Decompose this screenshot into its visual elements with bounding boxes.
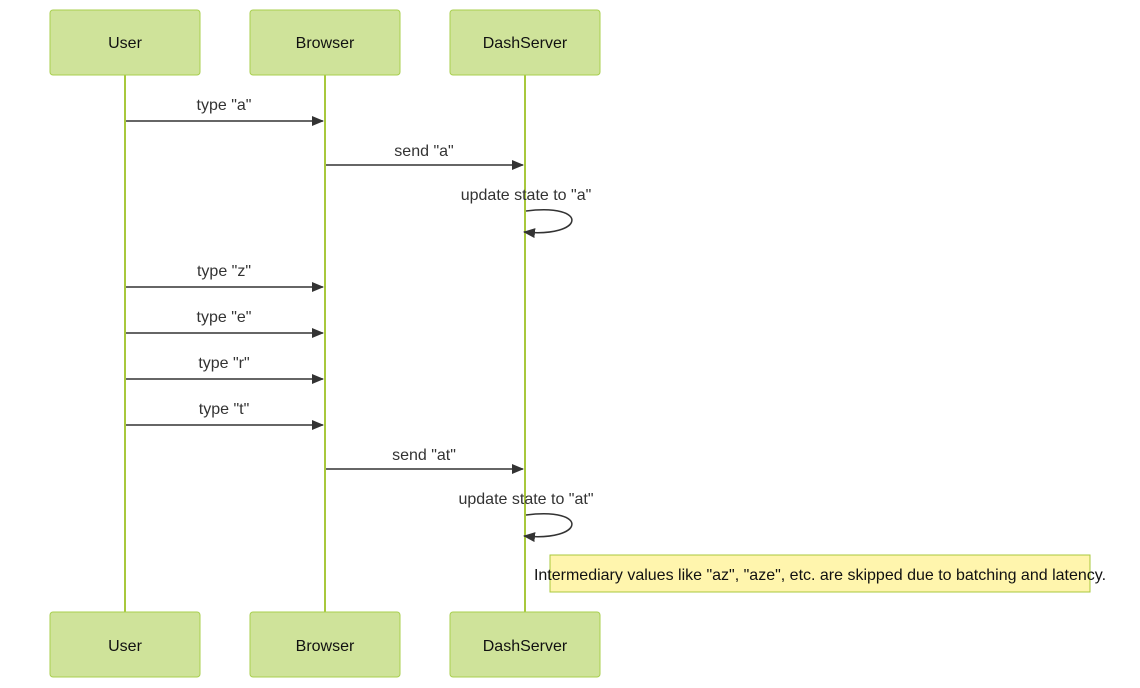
actor-user-top: User <box>49 9 201 76</box>
message-label: update state to "at" <box>458 491 593 508</box>
actor-browser-top: Browser <box>249 9 401 76</box>
note-text: Intermediary values like "az", "aze", et… <box>534 567 1106 584</box>
actor-user-bottom: User <box>49 611 201 678</box>
message-label: type "r" <box>198 355 249 372</box>
actor-dashserver-top: DashServer <box>449 9 601 76</box>
actor-browser-top-label: Browser <box>296 35 355 52</box>
self-loop-arrow <box>523 513 573 543</box>
message-type-a: type "a" <box>126 97 324 126</box>
message-type-r: type "r" <box>126 355 324 384</box>
message-label: send "a" <box>394 143 453 160</box>
actor-browser-bottom-label: Browser <box>296 638 355 655</box>
actor-user-bottom-label: User <box>108 638 142 655</box>
message-type-e: type "e" <box>126 309 324 338</box>
actor-browser-bottom: Browser <box>249 611 401 678</box>
message-label: type "t" <box>199 401 250 418</box>
actor-dashserver-bottom: DashServer <box>449 611 601 678</box>
self-loop-arrow <box>523 209 573 239</box>
message-update-state-at: update state to "at" <box>458 491 594 543</box>
message-label: type "a" <box>197 97 252 114</box>
message-label: type "e" <box>197 309 252 326</box>
message-update-state-a: update state to "a" <box>461 187 592 239</box>
message-label: send "at" <box>392 447 456 464</box>
actor-dashserver-bottom-label: DashServer <box>483 638 568 655</box>
message-send-a: send "a" <box>326 143 524 170</box>
actor-dashserver-top-label: DashServer <box>483 35 568 52</box>
note: Intermediary values like "az", "aze", et… <box>534 554 1106 593</box>
message-label: type "z" <box>197 263 251 280</box>
message-type-z: type "z" <box>126 263 324 292</box>
actor-user-top-label: User <box>108 35 142 52</box>
message-send-at: send "at" <box>326 447 524 474</box>
message-label: update state to "a" <box>461 187 592 204</box>
message-type-t: type "t" <box>126 401 324 430</box>
